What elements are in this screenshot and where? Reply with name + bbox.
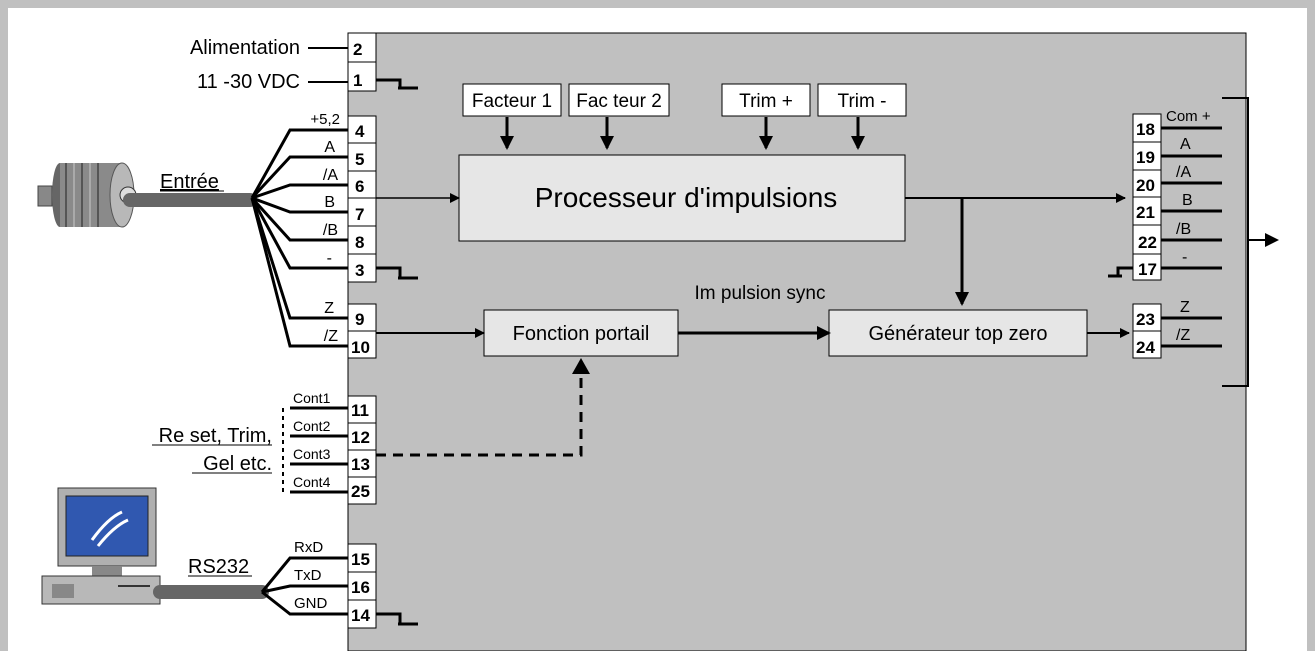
- output-wire-6: Z: [1180, 299, 1190, 316]
- computer-icon: [41, 487, 161, 605]
- processor-label: Processeur d'impulsions: [535, 182, 838, 213]
- output-terminal-5: 17: [1138, 260, 1157, 279]
- control-wire-1: Cont2: [293, 418, 331, 434]
- output-wire-0: Com +: [1166, 108, 1211, 125]
- encoder-terminal-0: 4: [355, 122, 365, 141]
- ground-symbol-power: [376, 78, 418, 90]
- serial-wire-2: GND: [294, 595, 328, 612]
- output-wire-7: /Z: [1176, 327, 1190, 344]
- encoder-wire-label-6: Z: [324, 300, 334, 317]
- encoder-wire-label-2: /A: [323, 167, 338, 184]
- encoder-terminal-3: 7: [355, 205, 364, 224]
- encoder-terminal-2: 6: [355, 177, 364, 196]
- serial-terminal-1: 16: [351, 578, 370, 597]
- output-wire-2: /A: [1176, 164, 1191, 181]
- zero-generator-label: Générateur top zero: [869, 323, 1048, 345]
- control-wire-2: Cont3: [293, 446, 331, 462]
- control-terminal-1: 12: [351, 428, 370, 447]
- serial-label: RS232: [188, 556, 249, 578]
- output-terminal-7: 24: [1136, 338, 1155, 357]
- control-terminal-0: 11: [351, 401, 369, 420]
- control-terminal-2: 13: [351, 455, 370, 474]
- encoder-wire-label-3: B: [324, 194, 335, 211]
- ground-symbol-encoder: [376, 266, 418, 280]
- control-terminal-3: 25: [351, 482, 370, 501]
- encoder-wire-label-7: /Z: [324, 328, 338, 345]
- trim-minus-box: [817, 83, 907, 117]
- encoder-wires: [250, 128, 348, 348]
- serial-wires: [260, 556, 348, 616]
- factor-2-box: [568, 83, 670, 117]
- encoder-terminal-6: 9: [355, 310, 364, 329]
- encoder-label: Entrée: [160, 171, 219, 193]
- gate-label: Fonction portail: [513, 323, 650, 345]
- factor-2-label: Fac teur 2: [576, 91, 662, 112]
- encoder-terminal-7: 10: [351, 338, 370, 357]
- ground-symbol-output: [1108, 266, 1133, 278]
- control-wire-3: Cont4: [293, 474, 331, 490]
- trim-minus-label: Trim -: [838, 91, 887, 112]
- processor-box: [458, 154, 906, 242]
- serial-wire-0: RxD: [294, 539, 323, 556]
- output-wires: [1161, 126, 1222, 348]
- power-terminal-minus: 1: [353, 71, 362, 90]
- sync-label: Im pulsion sync: [695, 283, 826, 304]
- trim-plus-label: Trim +: [739, 91, 793, 112]
- gate-box: [483, 309, 679, 357]
- output-wire-4: /B: [1176, 221, 1191, 238]
- encoder-wire-label-4: /B: [323, 222, 338, 239]
- output-terminal-0: 18: [1136, 120, 1155, 139]
- trim-plus-box: [721, 83, 811, 117]
- factor-1-label: Facteur 1: [472, 91, 552, 112]
- control-dashed-link: [376, 370, 583, 457]
- output-terminal-3: 21: [1136, 203, 1155, 222]
- serial-terminal-0: 15: [351, 550, 370, 569]
- output-terminal-2: 20: [1136, 176, 1155, 195]
- power-terminal-plus: 2: [353, 40, 362, 59]
- encoder-terminal-1: 5: [355, 150, 364, 169]
- control-wire-0: Cont1: [293, 390, 331, 406]
- output-wire-1: A: [1180, 136, 1191, 153]
- control-label-1: Re set, Trim,: [159, 425, 272, 447]
- encoder-wire-label-1: A: [324, 139, 335, 156]
- factor-1-box: [462, 83, 562, 117]
- output-terminal-4: 22: [1138, 233, 1157, 252]
- output-wire-3: B: [1182, 192, 1193, 209]
- encoder-terminal-4: 8: [355, 233, 364, 252]
- encoder-icon: [37, 162, 137, 228]
- power-label-1: Alimentation: [190, 37, 300, 59]
- serial-wire-1: TxD: [294, 567, 322, 584]
- terminal-block-serial: [347, 543, 377, 629]
- output-terminal-1: 19: [1136, 148, 1155, 167]
- power-label-2: 11 -30 VDC: [197, 71, 300, 93]
- encoder-wire-label-0: +5,2: [310, 111, 340, 128]
- ground-symbol-serial: [376, 612, 418, 626]
- encoder-wire-label-5: -: [327, 250, 332, 267]
- output-bracket: [1222, 97, 1249, 387]
- device-body: [347, 32, 1247, 651]
- serial-terminal-2: 14: [351, 606, 370, 625]
- encoder-terminal-5: 3: [355, 261, 364, 280]
- output-terminal-6: 23: [1136, 310, 1155, 329]
- control-label-2: Gel etc.: [203, 453, 272, 475]
- output-wire-5: -: [1182, 249, 1187, 266]
